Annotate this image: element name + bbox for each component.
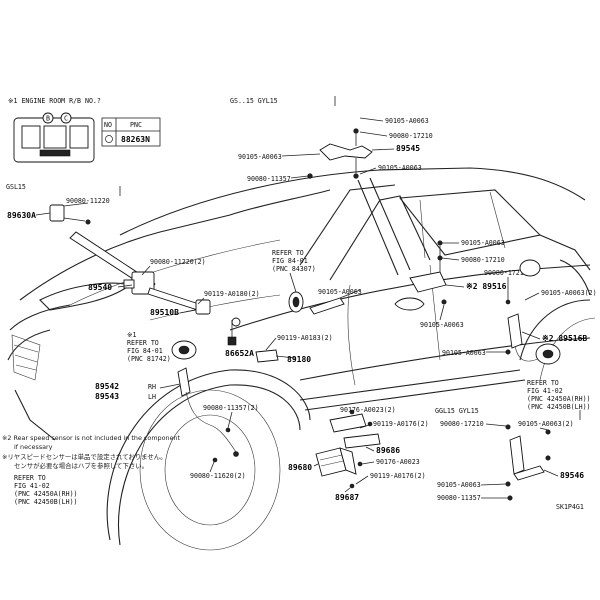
fuse-box-illustration: B C (13, 112, 95, 163)
label-90080-17210: 90080-17210 (389, 132, 433, 140)
label-90105-a0063-b: 90105-A0063 (238, 153, 282, 161)
gs-label-bottom: GGL15 GYL15 (435, 407, 479, 415)
part-fuel-door-sensor (519, 259, 541, 277)
label-89546: 89546 (560, 471, 584, 480)
part-89516b (505, 313, 561, 365)
ref-a-line2: FIG 84-01 (272, 257, 308, 265)
note-line2: if necessary (14, 443, 53, 451)
part-89540 (117, 271, 155, 295)
part-89542-89543 (177, 367, 239, 463)
note-line1: ※2 Rear speed sensor is not included in … (2, 434, 181, 442)
part-89180 (255, 349, 296, 363)
part-89680 (315, 447, 357, 477)
table-header-pnc: PNC (130, 121, 142, 129)
label-89543: 89543 (95, 392, 119, 401)
label-90105-a0063-2b: 90105-A0063(2) (518, 420, 574, 428)
label-90105-a0063-2b-top: 90105-A0063(2) (541, 289, 597, 297)
label-90080-11620-2: 90080-11620(2) (190, 472, 246, 480)
label-89545: 89545 (396, 144, 420, 153)
part-84307 (288, 291, 304, 313)
label-90119-a0180: 90119-A0180(2) (204, 290, 260, 298)
part-89546 (505, 424, 551, 501)
label-89542: 89542 (95, 382, 119, 391)
label-90080-17210-c: 90080-17210 (484, 269, 528, 277)
label-90080-17210-d: 90080-17210 (440, 420, 484, 428)
label-90176-a0023-2: 90176-A0023(2) (340, 406, 396, 414)
pnc-table: NO PNC 88263N (101, 117, 161, 147)
part-89630a (35, 202, 91, 225)
label-89510b: 89510B (150, 308, 179, 317)
engine-room-note: ※1 ENGINE ROOM R/B NO.? (8, 97, 101, 105)
ref-d-line1: REFER TO (14, 474, 46, 482)
table-pnc-value: 88263N (121, 135, 150, 144)
label-90105-a0063-g: 90105-A0063 (420, 321, 464, 329)
label-90080-11220-top: 90080-11220 (66, 197, 110, 205)
part-89510b (147, 287, 211, 315)
part-rear-bracket (394, 240, 447, 311)
label-90080-17210-b: 90080-17210 (461, 256, 505, 264)
label-90080-11220-2: 90080-11220(2) (150, 258, 206, 266)
label-90105-a0063-e: 90105-A0063 (461, 239, 505, 247)
table-header-no: NO (104, 121, 112, 129)
label-90105-a0063-d: 90105-A0063 (318, 288, 362, 296)
fuse-callout-b: B (46, 115, 50, 123)
label-89516b: ※2 89516B (542, 334, 587, 343)
label-90080-11357-2: 90080-11357(2) (203, 404, 259, 412)
ref-c-line2: FIG 41-02 (527, 387, 563, 395)
ref-c-line1: REFER TO (527, 379, 559, 387)
label-89543-suffix: LH (148, 393, 156, 401)
note-line3: ※リヤスピードセンサーは単品で設定されておりません。 (2, 452, 167, 461)
label-89540: 89540 (88, 283, 112, 292)
label-86652a: 86652A (225, 349, 254, 358)
ref-d-line3: (PNC 42450A(RH)) (14, 490, 78, 498)
label-89686: 89686 (376, 446, 400, 455)
ref-b-line1: REFER TO (127, 339, 159, 347)
label-89542-suffix: RH (148, 383, 156, 391)
label-89630a: 89630A (7, 211, 36, 220)
label-90105-a0063-c: 90105-A0063 (378, 164, 422, 172)
ref-d-line4: (PNC 42450B(LH)) (14, 498, 78, 506)
gs-label-left: GSL15 (6, 183, 26, 191)
part-89545 (307, 128, 373, 179)
label-90176-a0023: 90176-A0023 (376, 458, 420, 466)
diagram-code: SK1P4G1 (556, 503, 584, 511)
fuse-callout-c: C (64, 115, 68, 123)
label-89687: 89687 (335, 493, 359, 502)
ref-c-line4: (PNC 42450B(LH)) (527, 403, 591, 411)
ref-a-line3: (PNC 84307) (272, 265, 316, 273)
label-90105-a0063-a: 90105-A0063 (385, 117, 429, 125)
label-89180: 89180 (287, 355, 311, 364)
note-line4: センサが必要な場合はハブを参照して下さい。 (14, 461, 148, 470)
label-90119-a0183: 90119-A0183(2) (277, 334, 333, 342)
label-90080-11357-b: 90080-11357 (437, 494, 481, 502)
ref-b-line3: (PNC 81742) (127, 355, 171, 363)
label-90105-a0063-i: 90105-A0063 (437, 481, 481, 489)
ref-d-line2: FIG 41-02 (14, 482, 50, 490)
ref-b-line0: ※1 (127, 331, 137, 339)
label-90105-a0063-h: 90105-A0063 (442, 349, 486, 357)
gs-label-top: GS..15 GYL15 (230, 97, 278, 105)
label-89680: 89680 (288, 463, 312, 472)
ref-a-line1: REFER TO (272, 249, 304, 257)
ref-b-line2: FIG 84-01 (127, 347, 163, 355)
part-door-harness (309, 289, 361, 315)
part-89686 (343, 433, 381, 449)
ref-c-line3: (PNC 42450A(RH)) (527, 395, 591, 403)
label-90119-a0176-2: 90119-A0176(2) (373, 420, 429, 428)
part-horn-81742 (171, 340, 197, 360)
label-90119-a0176-2b: 90119-A0176(2) (370, 472, 426, 480)
label-90080-11357: 90080-11357 (247, 175, 291, 183)
label-89516: ※2 89516 (466, 282, 507, 291)
part-86652a (227, 317, 241, 346)
